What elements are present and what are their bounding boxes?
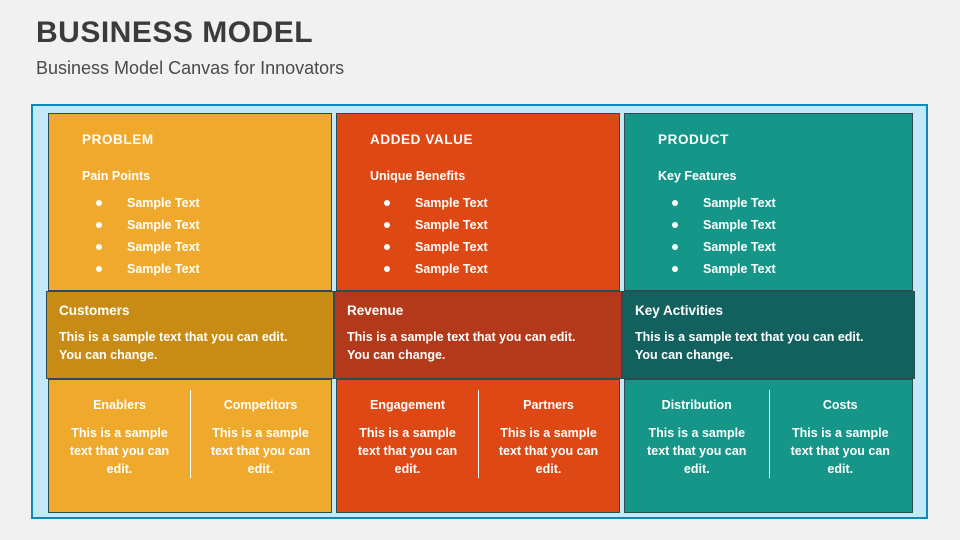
list-item: Sample Text bbox=[96, 236, 331, 258]
cell-added-value-bullets: Sample Text Sample Text Sample Text Samp… bbox=[337, 192, 619, 280]
cell-costs-body: This is a sample text that you can edit. bbox=[790, 426, 890, 476]
list-item: Sample Text bbox=[96, 214, 331, 236]
cell-competitors[interactable]: Competitors This is a sample text that y… bbox=[190, 380, 331, 512]
list-item: Sample Text bbox=[672, 192, 912, 214]
cell-product-bullets: Sample Text Sample Text Sample Text Samp… bbox=[625, 192, 912, 280]
cell-engagement-title: Engagement bbox=[369, 398, 445, 412]
cell-customers[interactable]: Customers This is a sample text that you… bbox=[46, 291, 334, 379]
cell-problem-title: PROBLEM bbox=[82, 132, 154, 147]
list-item: Sample Text bbox=[384, 214, 619, 236]
cell-partners[interactable]: Partners This is a sample text that you … bbox=[478, 380, 619, 512]
cell-problem[interactable]: PROBLEM Pain Points Sample Text Sample T… bbox=[48, 113, 332, 291]
list-item: Sample Text bbox=[672, 258, 912, 280]
slide-header: BUSINESS MODEL Business Model Canvas for… bbox=[36, 16, 344, 79]
cell-distribution-body: This is a sample text that you can edit. bbox=[647, 426, 747, 476]
cell-competitors-title: Competitors bbox=[223, 398, 298, 412]
list-item: Sample Text bbox=[96, 258, 331, 280]
cell-group-engagement-partners: Engagement This is a sample text that yo… bbox=[336, 379, 620, 513]
business-model-canvas: PROBLEM Pain Points Sample Text Sample T… bbox=[31, 104, 928, 519]
cell-enablers-body: This is a sample text that you can edit. bbox=[69, 426, 170, 476]
list-item: Sample Text bbox=[96, 192, 331, 214]
list-item: Sample Text bbox=[384, 192, 619, 214]
cell-key-activities-body: This is a sample text that you can edit.… bbox=[635, 330, 864, 362]
cell-added-value-subtitle: Unique Benefits bbox=[370, 169, 466, 183]
cell-problem-subtitle: Pain Points bbox=[82, 169, 151, 183]
cell-costs[interactable]: Costs This is a sample text that you can… bbox=[768, 380, 913, 512]
cell-product-title: PRODUCT bbox=[658, 132, 729, 147]
cell-product[interactable]: PRODUCT Key Features Sample Text Sample … bbox=[624, 113, 913, 291]
cell-engagement[interactable]: Engagement This is a sample text that yo… bbox=[337, 380, 478, 512]
cell-group-distribution-costs: Distribution This is a sample text that … bbox=[624, 379, 913, 513]
cell-revenue[interactable]: Revenue This is a sample text that you c… bbox=[334, 291, 622, 379]
cell-customers-body: This is a sample text that you can edit.… bbox=[59, 330, 288, 362]
cell-competitors-body: This is a sample text that you can edit. bbox=[210, 426, 311, 476]
cell-group-enablers-competitors: Enablers This is a sample text that you … bbox=[48, 379, 332, 513]
list-item: Sample Text bbox=[384, 236, 619, 258]
cell-customers-title: Customers bbox=[59, 303, 130, 318]
cell-engagement-body: This is a sample text that you can edit. bbox=[357, 426, 458, 476]
cell-added-value-title: ADDED VALUE bbox=[370, 132, 474, 147]
cell-product-subtitle: Key Features bbox=[658, 169, 737, 183]
list-item: Sample Text bbox=[384, 258, 619, 280]
cell-enablers-title: Enablers bbox=[93, 398, 146, 412]
cell-distribution[interactable]: Distribution This is a sample text that … bbox=[625, 380, 769, 512]
cell-distribution-title: Distribution bbox=[661, 398, 732, 412]
page-subtitle: Business Model Canvas for Innovators bbox=[36, 58, 345, 78]
cell-key-activities-title: Key Activities bbox=[635, 303, 724, 318]
list-item: Sample Text bbox=[672, 236, 912, 258]
cell-problem-bullets: Sample Text Sample Text Sample Text Samp… bbox=[49, 192, 331, 280]
page-title: BUSINESS MODEL bbox=[36, 16, 314, 49]
cell-revenue-title: Revenue bbox=[347, 303, 404, 318]
cell-revenue-body: This is a sample text that you can edit.… bbox=[347, 330, 576, 362]
cell-added-value[interactable]: ADDED VALUE Unique Benefits Sample Text … bbox=[336, 113, 620, 291]
cell-partners-body: This is a sample text that you can edit. bbox=[498, 426, 599, 476]
canvas-grid: PROBLEM Pain Points Sample Text Sample T… bbox=[33, 106, 926, 517]
list-item: Sample Text bbox=[672, 214, 912, 236]
cell-enablers[interactable]: Enablers This is a sample text that you … bbox=[49, 380, 190, 512]
cell-partners-title: Partners bbox=[523, 398, 574, 412]
cell-key-activities[interactable]: Key Activities This is a sample text tha… bbox=[622, 291, 915, 379]
cell-costs-title: Costs bbox=[822, 398, 858, 412]
